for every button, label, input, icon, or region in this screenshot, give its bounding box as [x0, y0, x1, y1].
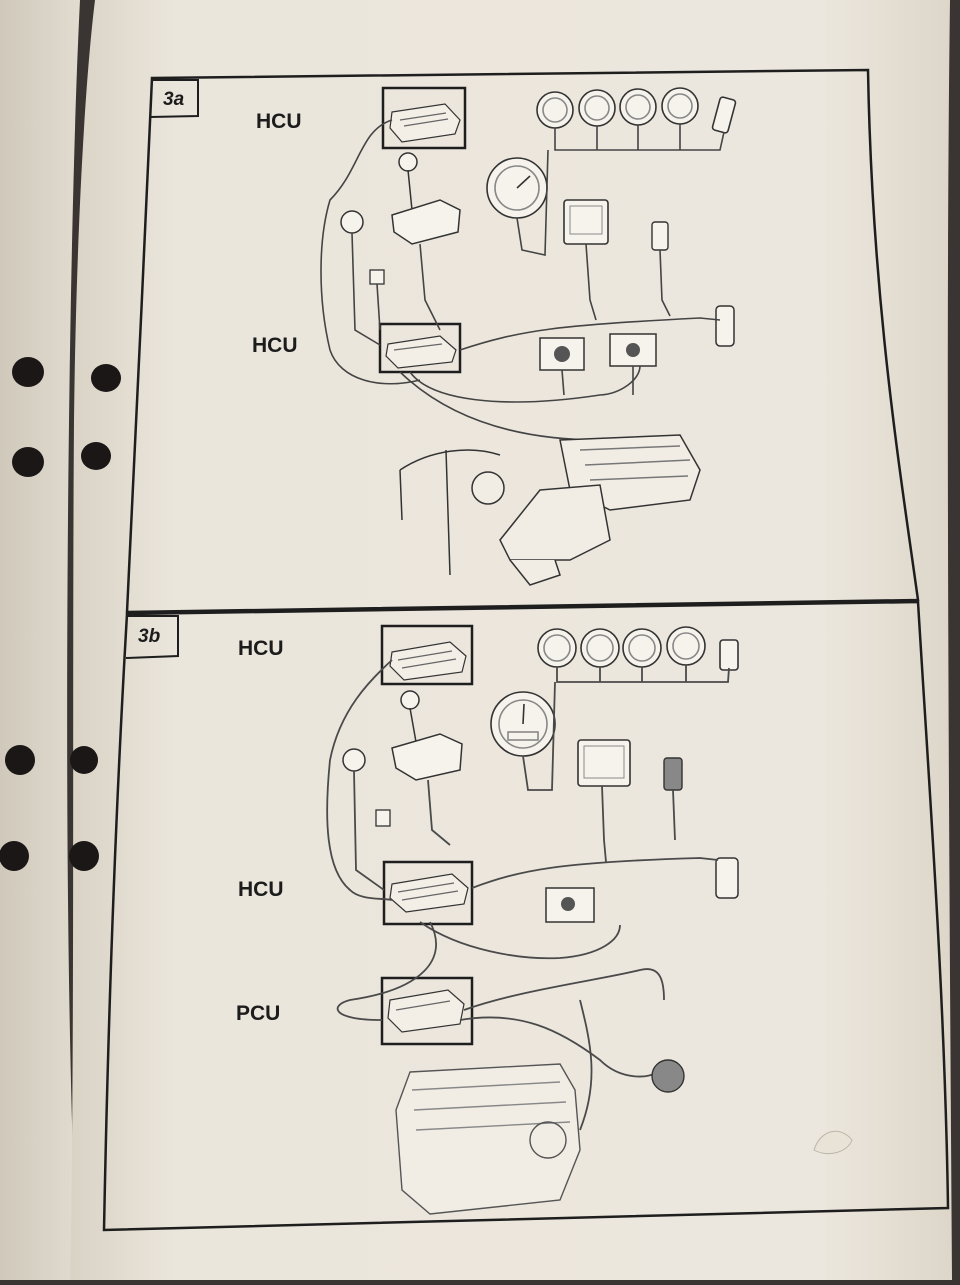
connector-3b [375, 809, 391, 827]
label-pcu-3b: PCU [236, 1002, 280, 1025]
sensor-module-3b [663, 757, 683, 791]
panel-3a-tag-box [149, 79, 199, 118]
sensor-module-3a [651, 221, 669, 251]
tachometer-3b [490, 691, 556, 757]
left-page [0, 0, 80, 1280]
panel-3b: 3b HCU HCU PCU [102, 600, 950, 1232]
hcu-middle-module-3a [385, 335, 457, 369]
display-unit-3b [577, 739, 631, 787]
transducer-3b [715, 857, 739, 899]
hcu-middle-box-3b [382, 860, 474, 926]
hcu-top-module-3a [389, 103, 461, 143]
label-hcu-top-3b: HCU [238, 637, 284, 660]
binder-holes [0, 357, 853, 1155]
wiring-3a [320, 119, 725, 441]
switch-panel-3b [545, 887, 595, 923]
label-hcu-top-3a: HCU [256, 110, 302, 133]
key-switch-3a [340, 210, 364, 234]
engine-3b [395, 1059, 685, 1215]
panel-3a: 3a HCU HCU [125, 68, 920, 614]
hcu-top-module-3b [389, 641, 467, 681]
transducer-3a [715, 305, 735, 347]
connector-3a [369, 269, 385, 285]
control-lever-3b [391, 690, 463, 781]
key-switch-3b [342, 748, 366, 772]
panel-3b-tag: 3b [138, 626, 161, 647]
panel-3b-tag-box [125, 615, 179, 659]
hcu-middle-module-3b [389, 873, 469, 913]
hcu-middle-box-3a [378, 322, 462, 374]
pcu-box-3b [380, 976, 474, 1046]
engine-drive-3a [399, 434, 701, 586]
hcu-top-box-3a [381, 86, 467, 150]
hcu-top-box-3b [380, 624, 474, 686]
panel-3a-border [125, 68, 920, 614]
control-lever-3a [391, 152, 461, 245]
tachometer-3a [486, 157, 548, 219]
gauge-row-3b [537, 626, 739, 671]
label-hcu-middle-3a: HCU [252, 334, 298, 357]
label-hcu-middle-3b: HCU [238, 878, 284, 901]
pcu-module-3b [387, 989, 465, 1033]
panel-3b-border [102, 600, 950, 1232]
panel-3a-tag: 3a [163, 89, 185, 110]
display-unit-3a [563, 199, 609, 245]
